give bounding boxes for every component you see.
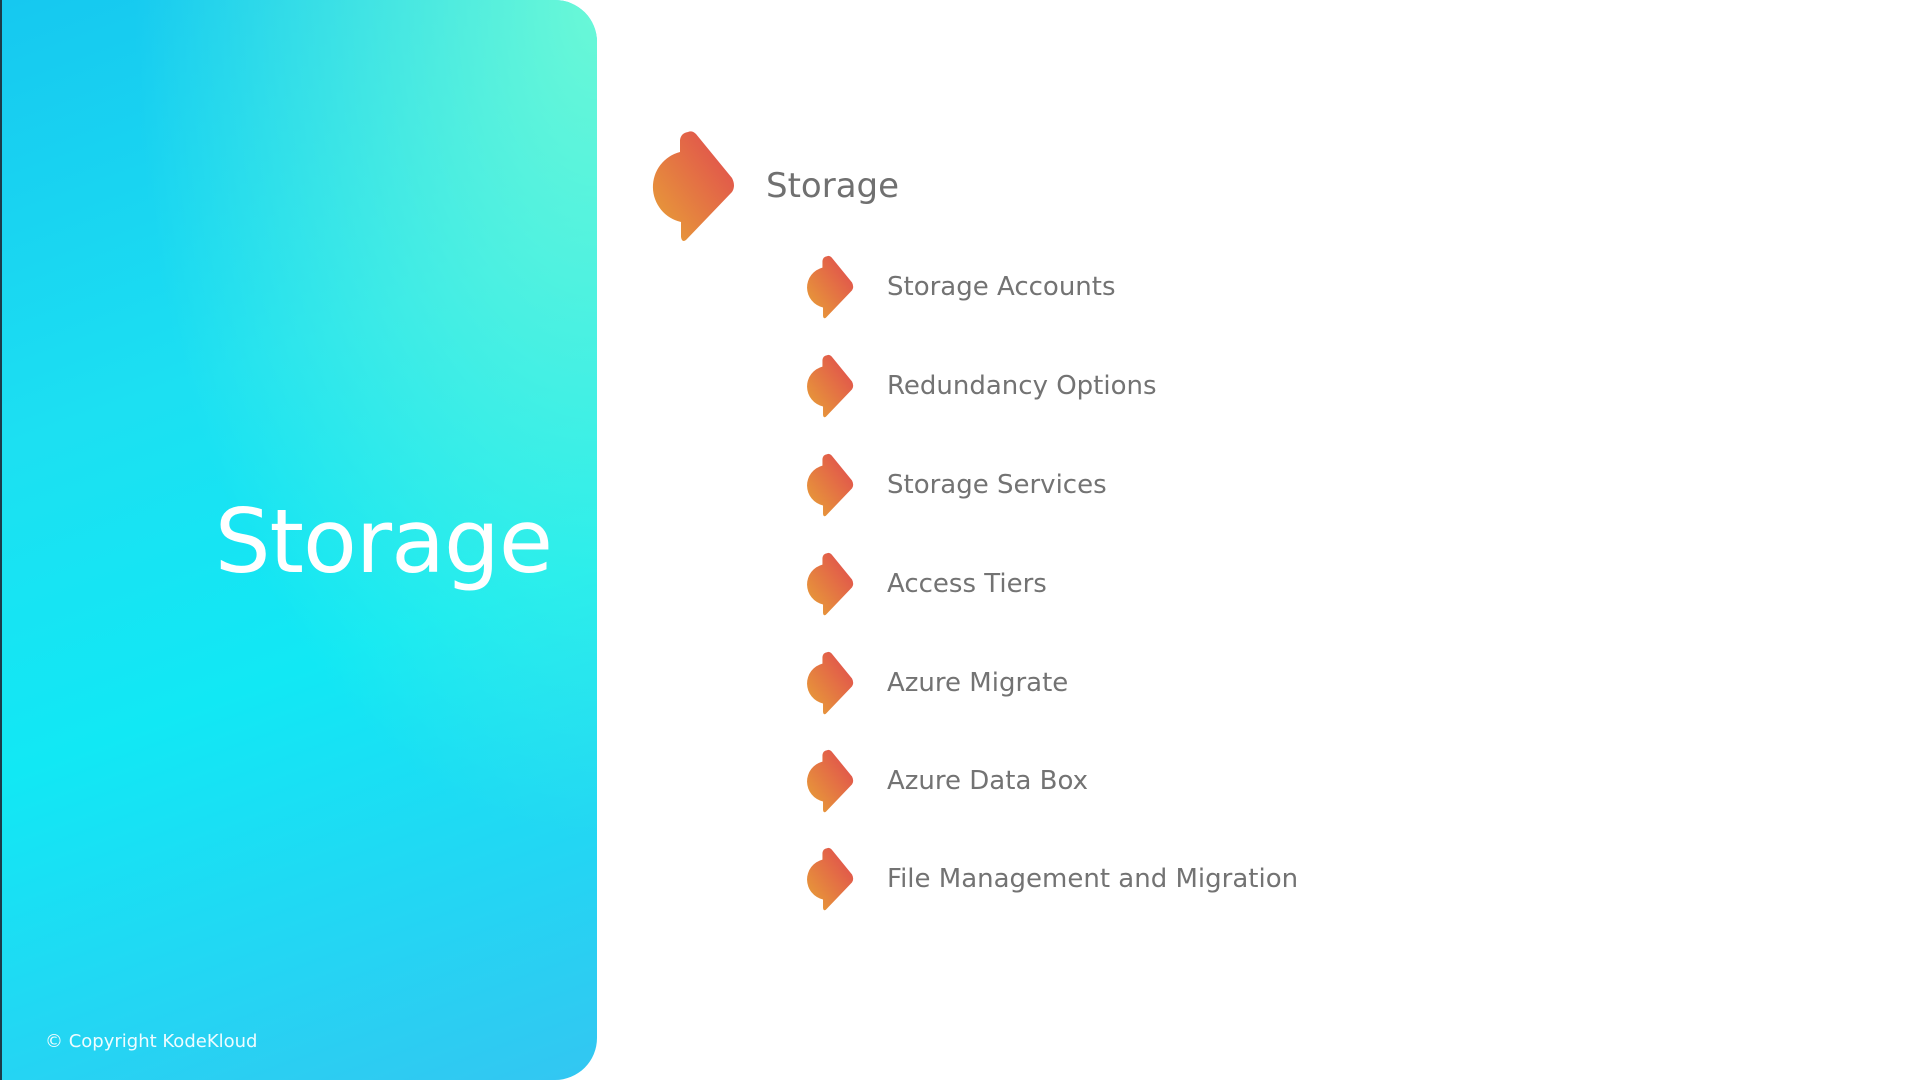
bullet-diamond-icon [798, 452, 856, 518]
list-item-label: Azure Data Box [887, 766, 1088, 796]
section-heading: Storage [640, 128, 899, 244]
list-item: Azure Migrate [798, 653, 1068, 713]
panel-title: Storage [214, 490, 553, 593]
title-panel: Storage © Copyright KodeKloud [0, 0, 597, 1080]
list-item: Storage Accounts [798, 257, 1116, 317]
list-item: Redundancy Options [798, 356, 1157, 416]
heading-label: Storage [766, 166, 900, 206]
bullet-diamond-icon [640, 128, 736, 244]
list-item: File Management and Migration [798, 849, 1298, 909]
list-item-label: Azure Migrate [887, 668, 1069, 698]
list-item-label: Storage Services [887, 470, 1107, 500]
bullet-diamond-icon [798, 748, 856, 814]
bullet-diamond-icon [798, 551, 856, 617]
list-item: Storage Services [798, 455, 1107, 515]
list-item-label: Storage Accounts [887, 272, 1116, 302]
list-item-label: File Management and Migration [887, 864, 1299, 894]
list-item-label: Access Tiers [887, 569, 1047, 599]
bullet-diamond-icon [798, 650, 856, 716]
list-item: Access Tiers [798, 554, 1047, 614]
list-item-label: Redundancy Options [887, 371, 1157, 401]
bullet-diamond-icon [798, 353, 856, 419]
list-item: Azure Data Box [798, 751, 1088, 811]
bullet-diamond-icon [798, 254, 856, 320]
copyright-text: © Copyright KodeKloud [45, 1031, 258, 1052]
bullet-diamond-icon [798, 846, 856, 912]
